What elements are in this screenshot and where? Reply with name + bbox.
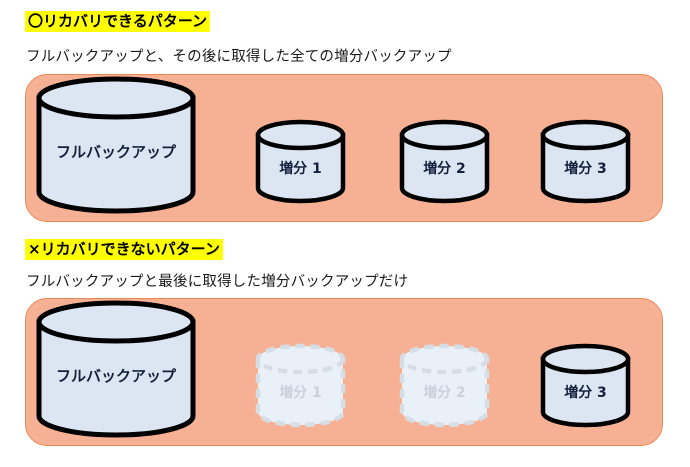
cylinder-increment-2-not-recoverable[interactable]: 増分 2 <box>398 343 491 428</box>
cylinder-increment-3-not-recoverable[interactable]: 増分 3 <box>539 343 632 428</box>
cylinder-full-backup-recoverable[interactable]: フルバックアップ <box>34 76 198 214</box>
cylinder-increment-1-recoverable[interactable]: 増分 1 <box>254 119 347 204</box>
cylinder-increment-3-recoverable[interactable]: 増分 3 <box>539 119 632 204</box>
section-not-recoverable-heading: ×リカバリできないパターン <box>25 238 223 260</box>
section-recoverable-heading: 〇リカバリできるパターン <box>25 10 210 32</box>
section-not-recoverable-subtitle: フルバックアップと最後に取得した増分バックアップだけ <box>26 274 409 290</box>
section-not-recoverable-heading-text: ×リカバリできないパターン <box>25 239 223 260</box>
section-recoverable-heading-text: 〇リカバリできるパターン <box>25 11 210 32</box>
cylinder-increment-2-recoverable[interactable]: 増分 2 <box>398 119 491 204</box>
cylinder-full-backup-not-recoverable[interactable]: フルバックアップ <box>34 300 198 438</box>
section-recoverable-subtitle: フルバックアップと、その後に取得した全ての増分バックアップ <box>26 49 452 65</box>
panel-recoverable: フルバックアップ 増分 1 増分 2 増分 3 <box>25 74 663 222</box>
cylinder-increment-1-not-recoverable[interactable]: 増分 1 <box>254 343 347 428</box>
panel-not-recoverable: フルバックアップ 増分 1 増分 2 増分 3 <box>25 298 663 446</box>
